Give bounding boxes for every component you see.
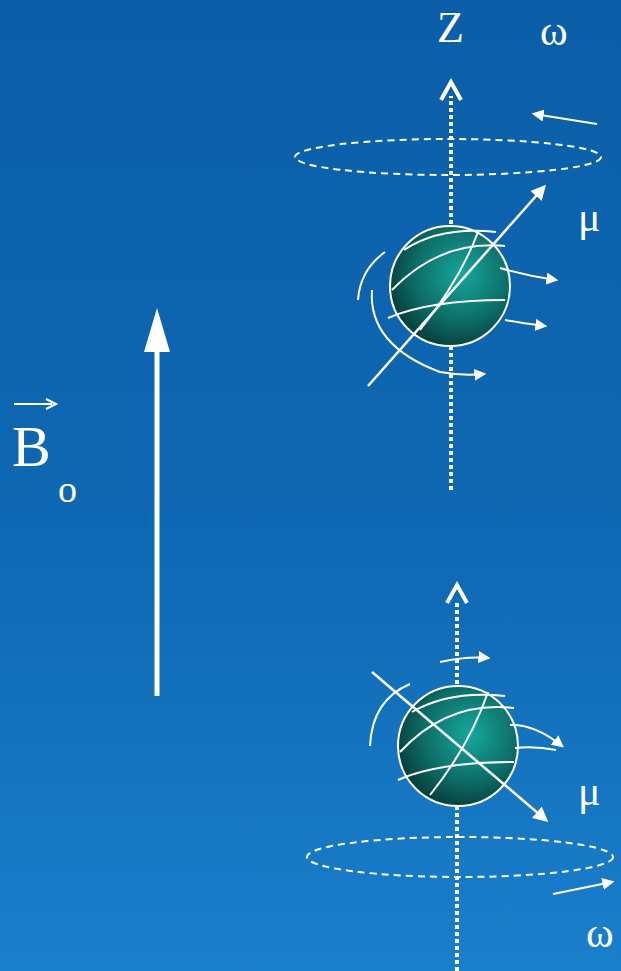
field-subscript: o — [58, 470, 77, 508]
precession-symbol: ω — [586, 912, 614, 954]
upper-spin — [295, 82, 601, 490]
lower-spin — [307, 585, 613, 971]
field-arrow — [14, 308, 170, 696]
moment-symbol: μ — [578, 196, 601, 238]
moment-symbol: μ — [578, 770, 601, 812]
precession-symbol: ω — [540, 10, 568, 52]
field-symbol: B — [12, 418, 51, 476]
axis-label: Z — [437, 6, 464, 50]
